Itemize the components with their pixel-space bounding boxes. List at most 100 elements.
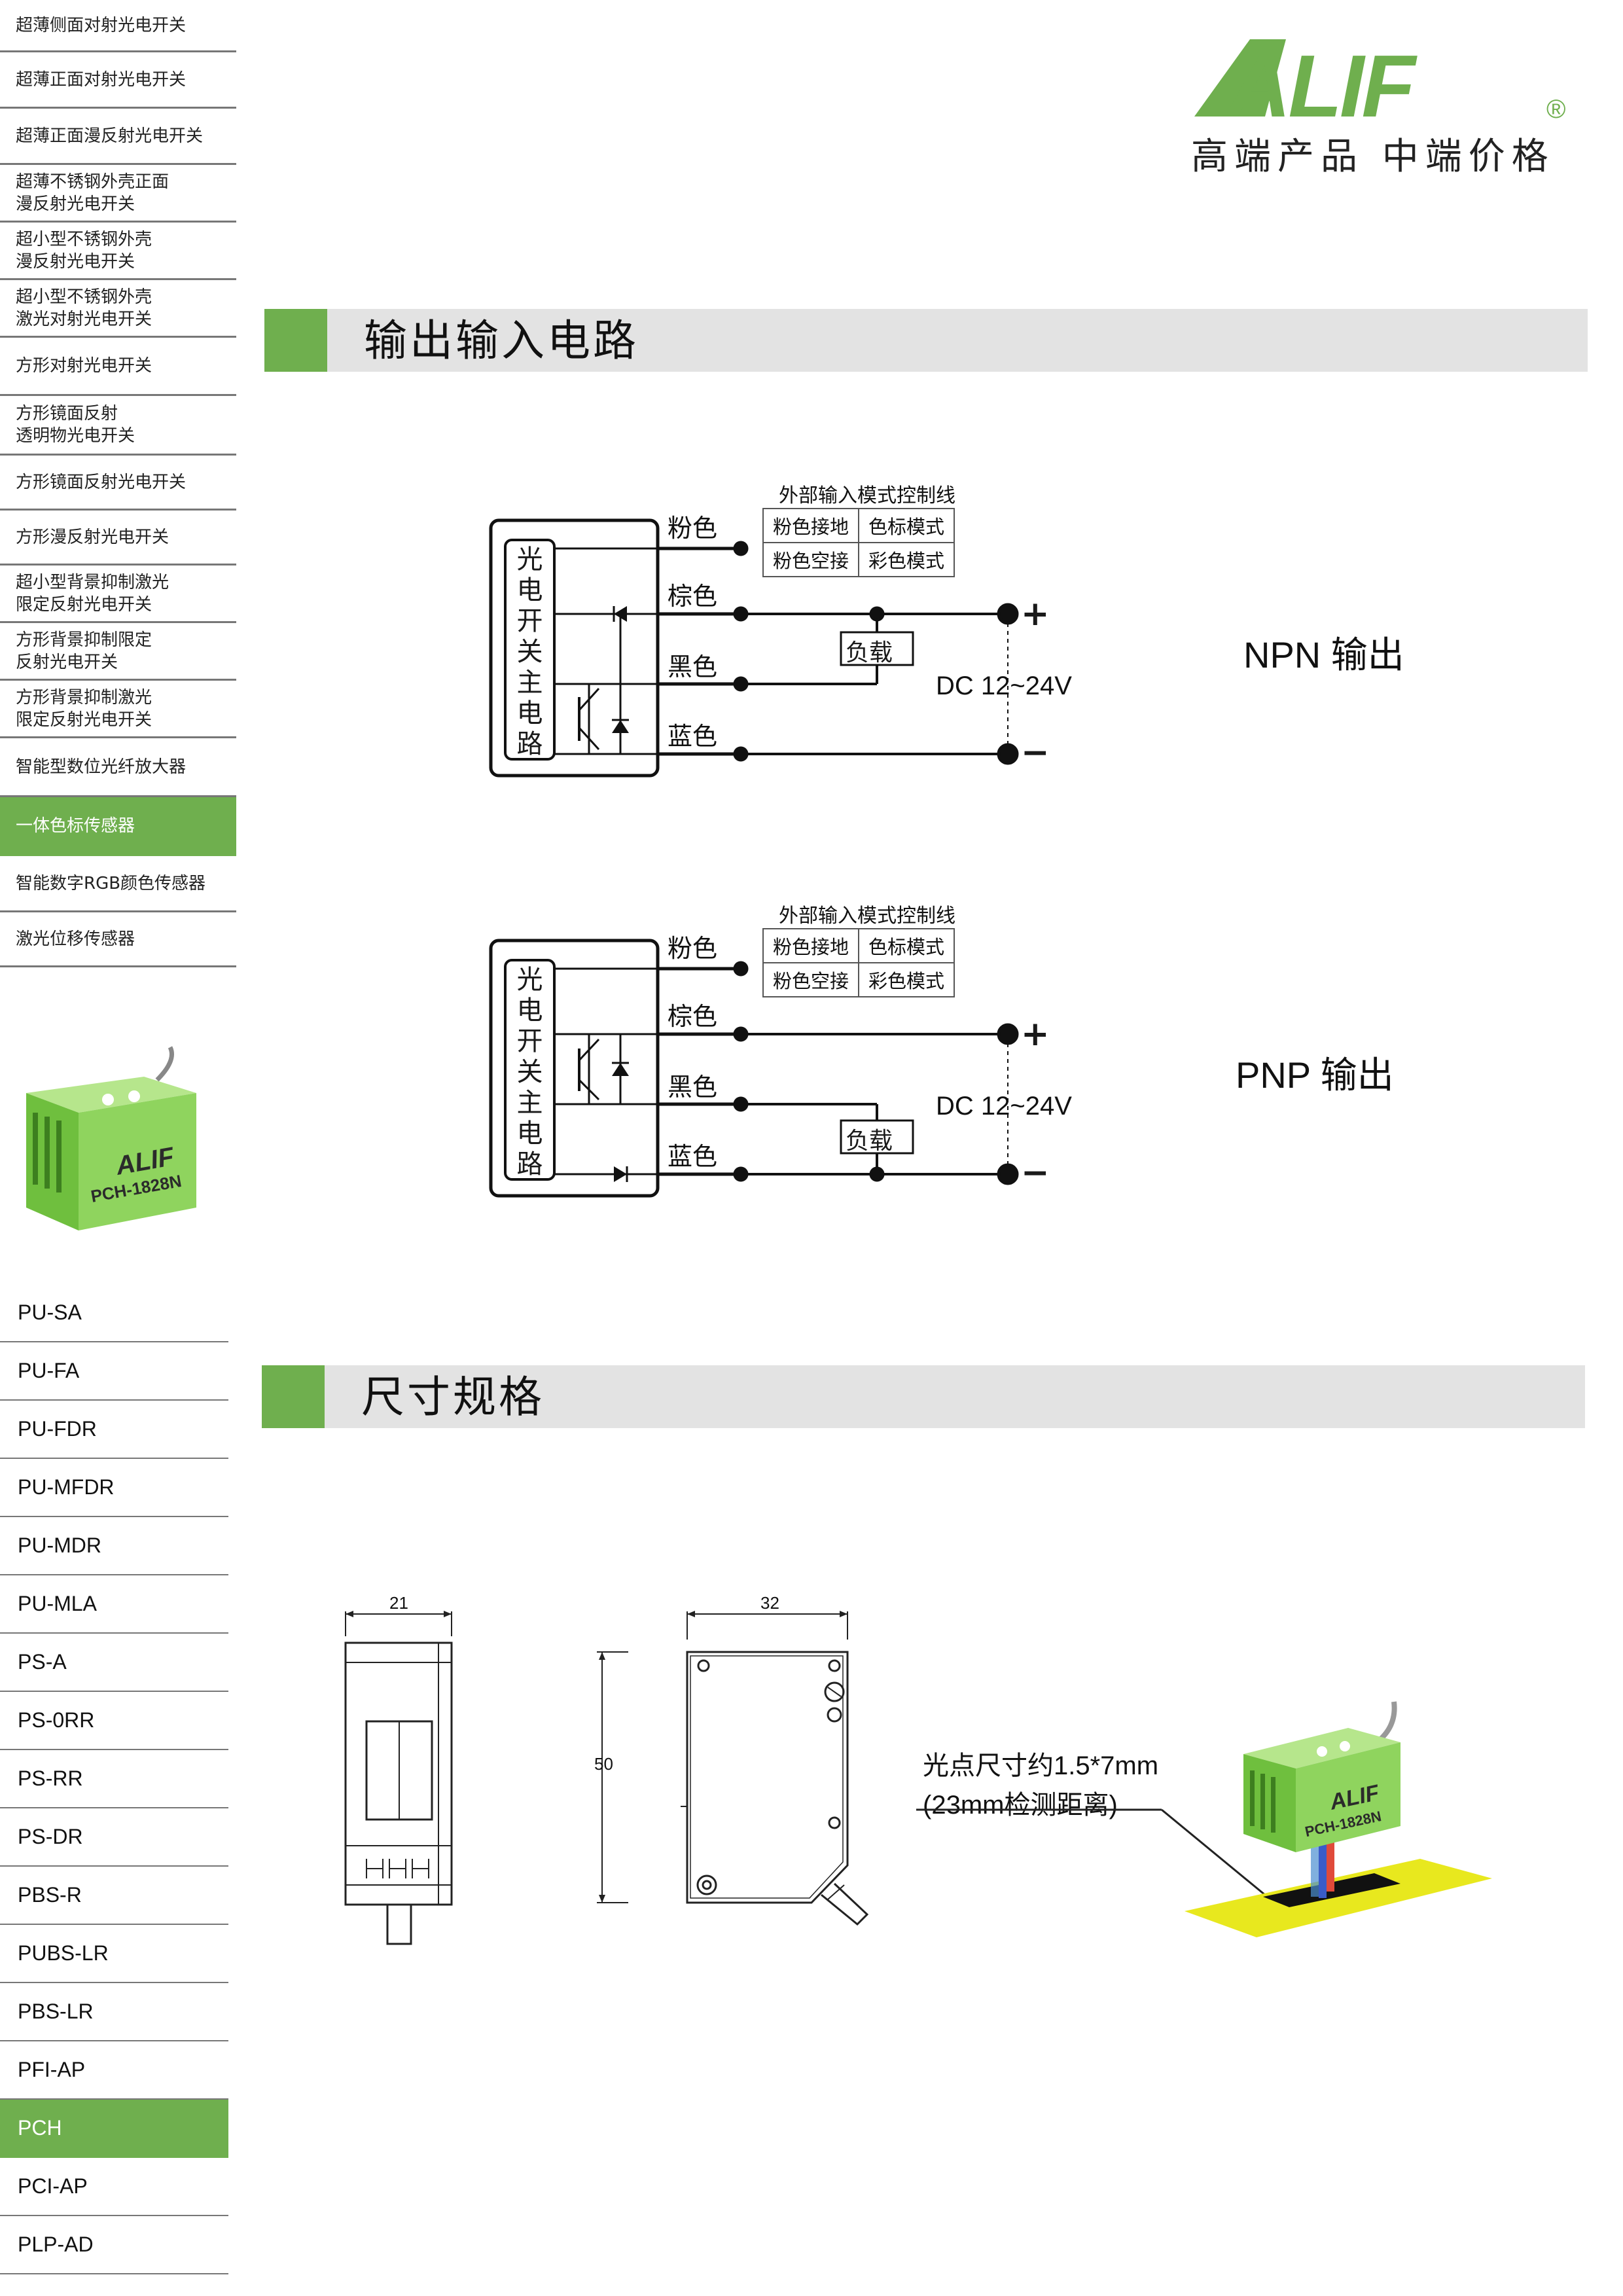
sidebar-model-item[interactable]: PCI-AP [0, 2158, 228, 2216]
sidebar-category-item[interactable]: 超薄不锈钢外壳正面漫反射光电开关 [0, 165, 236, 223]
mode-cell: 粉色空接 [762, 962, 860, 997]
front-view-drawing: 32 50 [589, 1593, 890, 1931]
sidebar-category-label: 超薄不锈钢外壳正面 [16, 171, 169, 192]
mode-cell: 粉色空接 [762, 542, 860, 577]
sidebar-model-item[interactable]: PU-FDR [0, 1401, 228, 1459]
supply-voltage: DC 12~24V [936, 672, 1072, 700]
pnp-box-label: 光电开关主电路 [512, 965, 548, 1180]
sidebar-model-item[interactable]: PS-0RR [0, 1692, 228, 1750]
sidebar-category-item[interactable]: 方形背景抑制限定反射光电开关 [0, 623, 236, 681]
sidebar-category-item[interactable]: 方形背景抑制激光限定反射光电开关 [0, 681, 236, 738]
sidebar-category-label: 方形背景抑制激光 [16, 687, 152, 708]
circuit-npn: 光电开关主电路 粉色 棕色 黑色 蓝色 外部输入模式控制线 粉色接地色标模式 粉… [484, 471, 1466, 812]
section-header-size: 尺寸规格 [262, 1365, 1585, 1428]
brand-slogan: 高端产品 中端价格 [1191, 135, 1555, 178]
wire-label-blue: 蓝色 [668, 722, 718, 751]
sidebar-category-item[interactable]: 方形漫反射光电开关 [0, 511, 236, 565]
circuit-npn-diagram [489, 518, 1019, 778]
sidebar-category-label: 限定反射光电开关 [16, 594, 152, 615]
mode-cell: 色标模式 [858, 508, 955, 543]
sidebar-category-label: 方形对射光电开关 [16, 356, 152, 376]
box-label-char: 主 [516, 668, 543, 698]
output-suffix: 输出 [1330, 634, 1404, 677]
sidebar-model-item[interactable]: PS-A [0, 1634, 228, 1692]
sidebar-category-item[interactable]: 超小型不锈钢外壳漫反射光电开关 [0, 223, 236, 280]
wire-label-brown: 棕色 [668, 1002, 718, 1031]
sidebar-category-label: 超小型不锈钢外壳 [16, 229, 152, 249]
sidebar-category-label: 透明物光电开关 [16, 426, 135, 446]
sidebar-category-item[interactable]: 方形对射光电开关 [0, 338, 236, 396]
logo-text: ALIF [1225, 39, 1418, 124]
sidebar-category-label: 激光对射光电开关 [16, 309, 152, 329]
sidebar-category-item[interactable]: 智能型数位光纤放大器 [0, 738, 236, 797]
circuit-pnp: 光电开关主电路 粉色 棕色 黑色 蓝色 外部输入模式控制线 粉色接地色标模式 粉… [484, 891, 1466, 1232]
dim-height: 50 [594, 1754, 613, 1774]
box-label-char: 电 [516, 698, 543, 728]
sidebar-category-label: 漫反射光电开关 [16, 251, 135, 272]
sidebar-model-item[interactable]: PS-RR [0, 1750, 228, 1808]
box-label-char: 电 [516, 575, 543, 605]
mode-cell: 彩色模式 [858, 542, 955, 577]
sidebar-category-item[interactable]: 超小型不锈钢外壳激光对射光电开关 [0, 280, 236, 338]
mode-cell: 粉色接地 [762, 928, 860, 963]
wire-label-pink: 粉色 [668, 514, 718, 543]
sidebar-category-label: 超薄侧面对射光电开关 [16, 15, 187, 35]
sidebar-category-label: 超薄正面漫反射光电开关 [16, 126, 204, 146]
mode-cell: 粉色接地 [762, 508, 860, 543]
output-suffix: 输出 [1320, 1054, 1394, 1097]
sidebar-model-item[interactable]: PBS-LR [0, 1983, 228, 2041]
sidebar-category-item[interactable]: 一体色标传感器 [0, 797, 236, 856]
sidebar-model-item[interactable]: PCH [0, 2100, 228, 2158]
sidebar-product-image: ALIF PCH-1828N [20, 1041, 216, 1237]
sidebar-category-item[interactable]: 方形镜面反射光电开关 [0, 456, 236, 511]
callout-line [916, 1803, 1283, 1908]
sidebar-category-item[interactable]: 超薄正面漫反射光电开关 [0, 109, 236, 165]
sidebar-category-item[interactable]: 超薄正面对射光电开关 [0, 52, 236, 109]
sidebar-model-item[interactable]: PU-MLA [0, 1575, 228, 1634]
load-label: 负载 [846, 639, 893, 666]
section-header-circuit: 输出输入电路 [264, 309, 1588, 372]
category-list: 超薄侧面对射光电开关超薄正面对射光电开关超薄正面漫反射光电开关超薄不锈钢外壳正面… [0, 0, 236, 967]
sidebar-category-item[interactable]: 方形镜面反射透明物光电开关 [0, 396, 236, 456]
sidebar-category-label: 限定反射光电开关 [16, 709, 152, 730]
section-accent [262, 1365, 325, 1428]
sidebar-model-item[interactable]: PLP-AD [0, 2216, 228, 2274]
load-label: 负载 [846, 1128, 893, 1155]
spot-size-line1: 光点尺寸约1.5*7mm [923, 1751, 1159, 1780]
table-caption: 外部输入模式控制线 [779, 905, 955, 927]
sidebar-category-item[interactable]: 超薄侧面对射光电开关 [0, 0, 236, 52]
mode-cell: 彩色模式 [858, 962, 955, 997]
sidebar-model-item[interactable]: PFI-AP [0, 2041, 228, 2100]
sidebar-category-label: 超薄正面对射光电开关 [16, 69, 187, 90]
sensor-image: ALIF PCH-1828N [26, 1046, 196, 1230]
sidebar-model-item[interactable]: PU-MFDR [0, 1459, 228, 1517]
sidebar-model-item[interactable]: PS-DR [0, 1808, 228, 1867]
spot-size-line2: (23mm检测距离) [923, 1791, 1118, 1820]
sidebar-category-item[interactable]: 超小型背景抑制激光限定反射光电开关 [0, 565, 236, 623]
sidebar-category-label: 智能数字RGB颜色传感器 [16, 873, 206, 893]
table-caption: 外部输入模式控制线 [779, 484, 955, 507]
sidebar-category-label: 一体色标传感器 [16, 816, 135, 836]
sidebar-category-item[interactable]: 智能数字RGB颜色传感器 [0, 856, 236, 912]
sidebar-category-item[interactable]: 激光位移传感器 [0, 912, 236, 967]
sidebar-category-label: 超小型不锈钢外壳 [16, 287, 152, 307]
box-label-char: 电 [516, 996, 543, 1026]
registered-mark: ® [1546, 95, 1565, 124]
sidebar-category-label: 激光位移传感器 [16, 929, 135, 949]
box-label-char: 路 [516, 1149, 543, 1179]
dim-front-width: 32 [760, 1593, 779, 1613]
sidebar-model-item[interactable]: PU-FA [0, 1342, 228, 1401]
box-label-char: 开 [516, 606, 543, 636]
sidebar-model-item[interactable]: PU-MDR [0, 1517, 228, 1575]
box-label-char: 关 [516, 1057, 543, 1087]
sidebar-model-item[interactable]: PBS-R [0, 1867, 228, 1925]
sidebar-model-item[interactable]: PU-SA [0, 1284, 228, 1342]
box-label-char: 光 [516, 545, 543, 575]
wire-label-black: 黑色 [668, 1073, 718, 1102]
section-title: 尺寸规格 [361, 1372, 544, 1422]
sidebar-category-label: 漫反射光电开关 [16, 194, 135, 214]
sidebar-category-label: 方形背景抑制限定 [16, 630, 152, 650]
sidebar-model-item[interactable]: PUBS-LR [0, 1925, 228, 1983]
sidebar-category-label: 超小型背景抑制激光 [16, 572, 169, 592]
